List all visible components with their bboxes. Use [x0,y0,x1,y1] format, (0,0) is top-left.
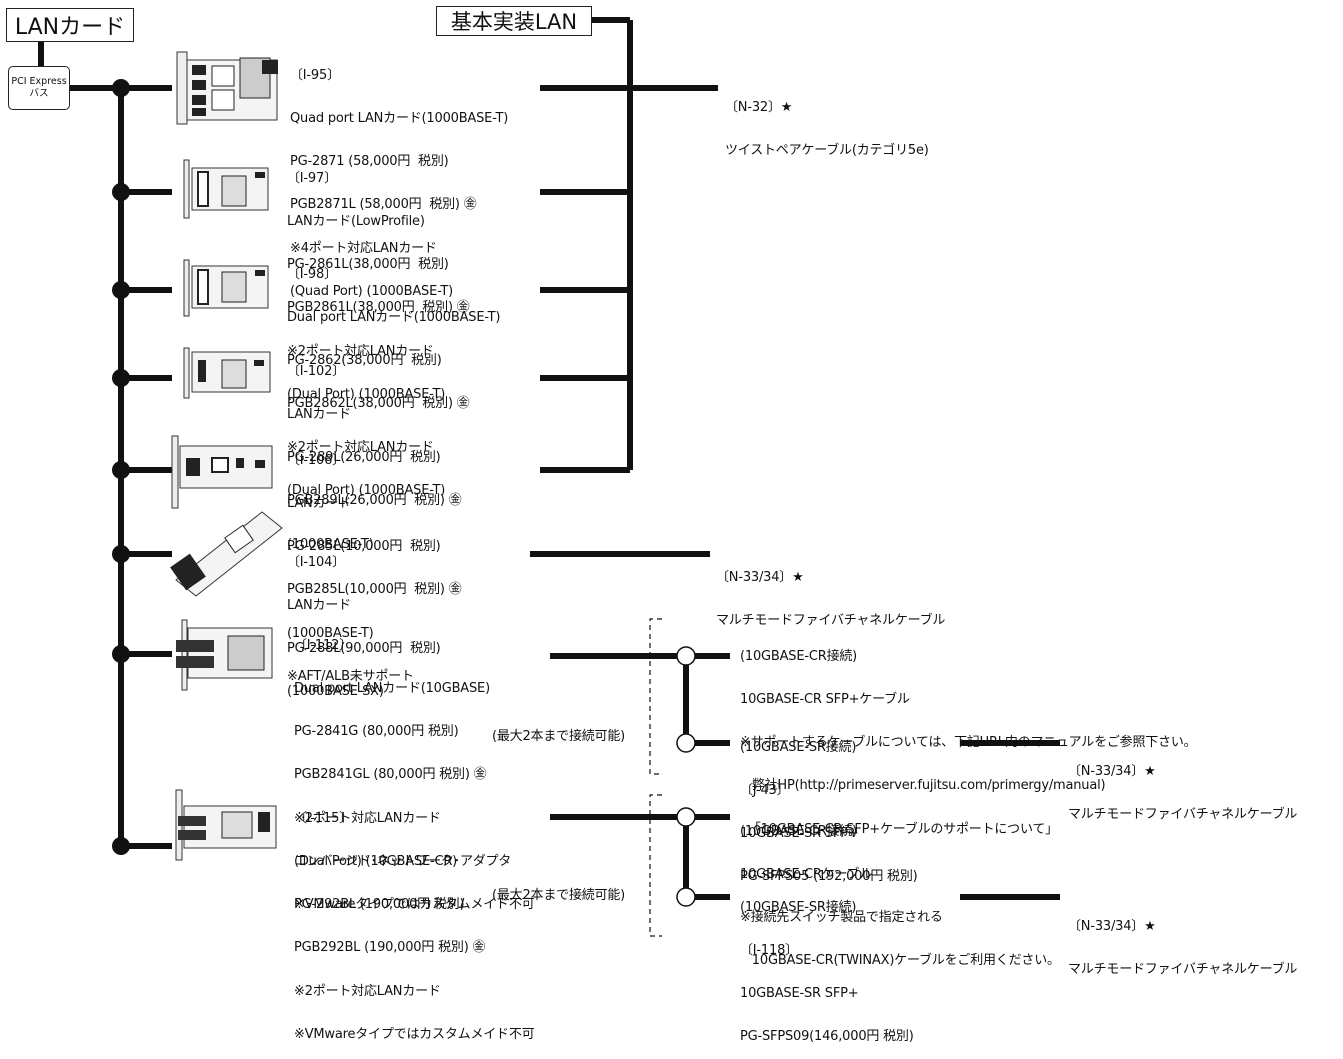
card-line: 〔I-95〕 [290,69,508,83]
card-line: Quad port LANカード(1000BASE-T) [290,112,508,126]
card-line: 〔I-115〕 [294,812,534,826]
lan-card-title: LANカード [6,8,134,42]
bus-label-line1: PCI Express [11,76,66,88]
cable-n3334-i115: 〔N-33/34〕★ マルチモードファイバチャネルケーブル [1068,891,1297,992]
card-line: PGB292BL (190,000円 税別) ㊎ [294,941,534,955]
sr-line: 〔I-118〕 [740,944,914,958]
card-i102-image [184,348,270,398]
cr-line: (10GBASE-CR接続) [740,650,1196,664]
card-line: 〔I-97〕 [287,172,470,186]
cable-line: マルチモードファイバチャネルケーブル [1068,963,1297,977]
bus-label-line2: バス [29,88,48,100]
card-line: コンバージド･ネットワーク･アダプタ [294,855,534,869]
sr-line: (10GBASE-SR接続) [740,741,918,755]
card-line: 〔I-106〕 [287,454,462,468]
card-line: 〔I-104〕 [287,556,441,570]
card-line: ※2ポート対応LANカード [294,985,534,999]
cr-line: (10GBASE-CR接続) [740,825,1060,839]
card-line: 〔I-112〕 [294,639,534,653]
max-two-note: (最大2本まで接続可能) [492,730,625,744]
cable-line: ツイストペアケーブル(カテゴリ5e) [725,144,929,158]
cr-line: 10GBASE-CR SFP+ケーブル [740,693,1196,707]
cable-n32: 〔N-32〕★ ツイストペアケーブル(カテゴリ5e) [725,72,929,173]
card-line: Dual port LANカード(1000BASE-T) [287,311,500,325]
card-i95-image [177,52,278,124]
base-lan-title: 基本実装LAN [436,6,592,36]
card-line: LANカード(LowProfile) [287,215,470,229]
card-i97-image [184,160,268,218]
card-line: 〔I-98〕 [287,268,500,282]
i115-sr-connection: (10GBASE-SR接続) 〔I-118〕 10GBASE-SR SFP+ P… [740,872,914,1059]
sr-line: 10GBASE-SR SFP+ [740,987,914,1001]
card-i115-image [176,790,276,860]
lan-card-title-text: LANカード [15,9,125,41]
cable-line: 〔N-32〕★ [725,101,929,115]
sr-line: (10GBASE-SR接続) [740,901,914,915]
card-i106-image [172,436,272,508]
card-line: PGB2841GL (80,000円 税別) ㊎ [294,768,534,782]
card-i115-text: 〔I-115〕 コンバージド･ネットワーク･アダプタ PG-292BL (190… [294,783,534,1057]
card-line: ※VMwareタイプではカスタムメイド不可 [294,1028,534,1042]
card-line: 〔I-102〕 [287,365,462,379]
sr-line: PG-SFPS09(146,000円 税別) [740,1030,914,1044]
card-line: LANカード [287,497,462,511]
card-i98-image [184,260,268,316]
card-line: LANカード [287,408,462,422]
base-lan-title-text: 基本実装LAN [451,6,577,36]
card-i112-image [176,620,272,690]
cable-line: 〔N-33/34〕★ [716,571,945,585]
card-i104-image [170,512,282,596]
card-line: Dual port LANカード(10GBASE) [294,682,534,696]
pci-express-bus: PCI Express バス [8,66,70,110]
max-two-note: (最大2本まで接続可能) [492,889,625,903]
cable-line: 〔N-33/34〕★ [1068,920,1297,934]
